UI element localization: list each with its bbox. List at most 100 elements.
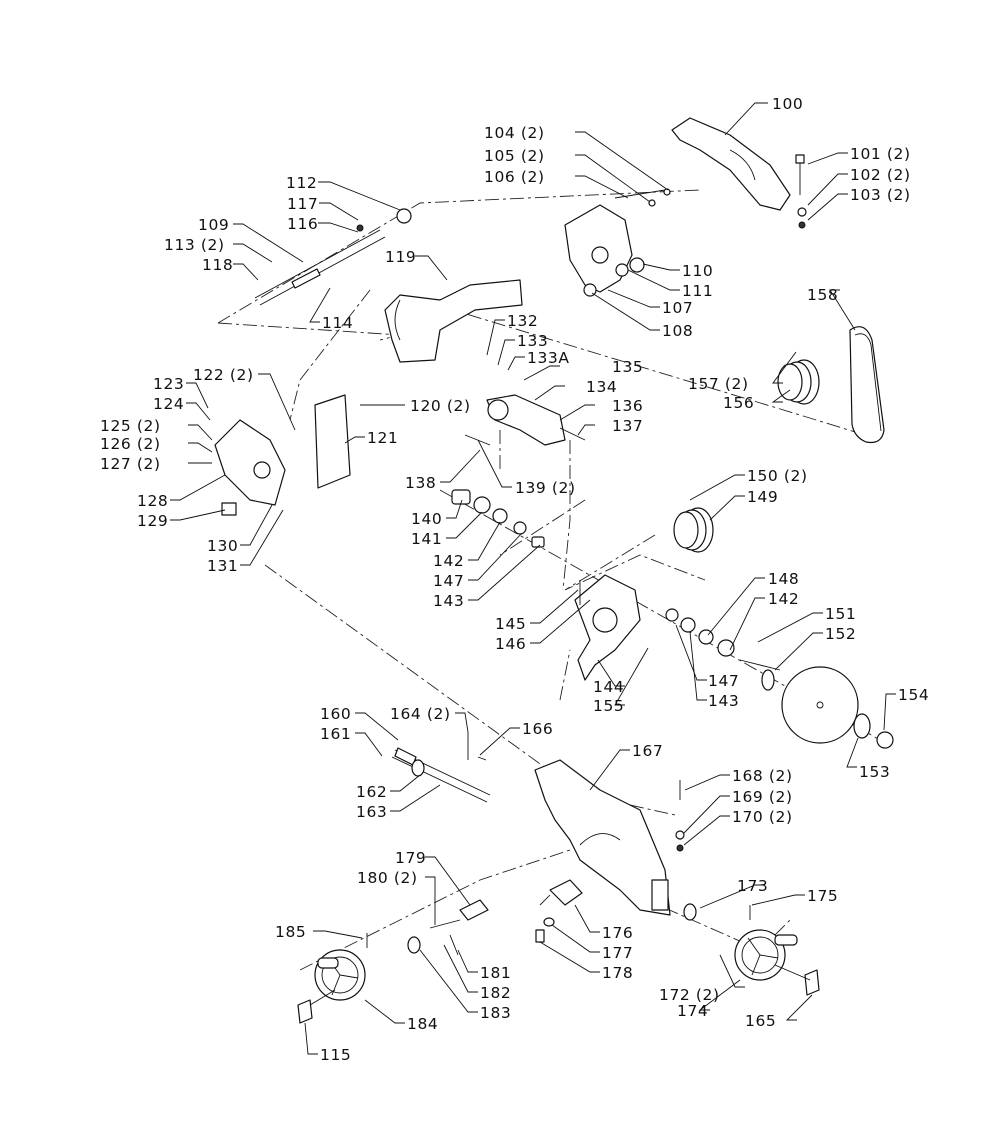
callout-137: 137 [612, 417, 643, 435]
callout-185: 185 [275, 923, 306, 941]
callout-130: 130 [207, 537, 238, 555]
saw-blade [781, 666, 859, 744]
part-167-base [534, 759, 671, 916]
callout-119: 119 [385, 248, 416, 266]
part-128-bracket [214, 419, 286, 506]
callout-108: 108 [662, 322, 693, 340]
callout-135: 135 [612, 358, 643, 376]
callout-147-left: 147 [433, 572, 464, 590]
callout-153: 153 [859, 763, 890, 781]
callout-138: 138 [405, 474, 436, 492]
callout-179: 179 [395, 849, 426, 867]
callout-182: 182 [480, 984, 511, 1002]
callout-151: 151 [825, 605, 856, 623]
callout-133A: 133A [527, 349, 570, 367]
callout-156: 156 [723, 394, 754, 412]
callout-163: 163 [356, 803, 387, 821]
callout-109: 109 [198, 216, 229, 234]
callout-114: 114 [322, 314, 353, 332]
callout-103: 103 (2) [850, 186, 911, 204]
callout-168: 168 (2) [732, 767, 793, 785]
callout-139: 139 (2) [515, 479, 576, 497]
callout-170: 170 (2) [732, 808, 793, 826]
callout-107: 107 [662, 299, 693, 317]
callout-136: 136 [612, 397, 643, 415]
callout-104: 104 (2) [484, 124, 545, 142]
callout-172: 172 (2) [659, 986, 720, 1004]
callout-102: 102 (2) [850, 166, 911, 184]
callout-142-left: 142 [433, 552, 464, 570]
handwheel-right [734, 929, 798, 981]
callout-117: 117 [287, 195, 318, 213]
callout-115: 115 [320, 1046, 351, 1064]
callout-164: 164 (2) [390, 705, 451, 723]
part-100-arm [671, 117, 791, 211]
callout-140: 140 [411, 510, 442, 528]
callout-100: 100 [772, 95, 803, 113]
callout-112: 112 [286, 174, 317, 192]
callout-157: 157 (2) [688, 375, 749, 393]
callout-126: 126 (2) [100, 435, 161, 453]
callout-125: 125 (2) [100, 417, 161, 435]
parts-art [214, 117, 894, 1024]
callout-127: 127 (2) [100, 455, 161, 473]
callout-180: 180 (2) [357, 869, 418, 887]
callout-174: 174 [677, 1002, 708, 1020]
callout-143-left: 143 [433, 592, 464, 610]
callout-142-right: 142 [768, 590, 799, 608]
callout-146: 146 [495, 635, 526, 653]
callout-184: 184 [407, 1015, 438, 1033]
callout-134: 134 [586, 378, 617, 396]
callout-111: 111 [682, 282, 713, 300]
callout-121: 121 [367, 429, 398, 447]
callout-labels: 100 101 (2) 102 (2) 103 (2) 104 (2) 105 … [100, 95, 929, 1064]
callout-158: 158 [807, 286, 838, 304]
callout-132: 132 [507, 312, 538, 330]
callout-167: 167 [632, 742, 663, 760]
callout-105: 105 (2) [484, 147, 545, 165]
callout-148: 148 [768, 570, 799, 588]
callout-leaders [170, 102, 896, 1055]
callout-162: 162 [356, 783, 387, 801]
callout-149: 149 [747, 488, 778, 506]
callout-131: 131 [207, 557, 238, 575]
callout-160: 160 [320, 705, 351, 723]
callout-123: 123 [153, 375, 184, 393]
callout-166: 166 [522, 720, 553, 738]
callout-183: 183 [480, 1004, 511, 1022]
callout-147-right: 147 [708, 672, 739, 690]
callout-128: 128 [137, 492, 168, 510]
part-121-cover [314, 394, 351, 489]
callout-101: 101 (2) [850, 145, 911, 163]
callout-177: 177 [602, 944, 633, 962]
callout-169: 169 (2) [732, 788, 793, 806]
callout-113: 113 (2) [164, 236, 225, 254]
callout-181: 181 [480, 964, 511, 982]
callout-150: 150 (2) [747, 467, 808, 485]
callout-152: 152 [825, 625, 856, 643]
callout-155: 155 [593, 697, 624, 715]
callout-124: 124 [153, 395, 184, 413]
callout-122: 122 (2) [193, 366, 254, 384]
callout-118: 118 [202, 256, 233, 274]
callout-154: 154 [898, 686, 929, 704]
callout-106: 106 (2) [484, 168, 545, 186]
callout-173: 173 [737, 877, 768, 895]
callout-145: 145 [495, 615, 526, 633]
handwheel-left [314, 949, 366, 1001]
callout-175: 175 [807, 887, 838, 905]
callout-144: 144 [593, 678, 624, 696]
callout-161: 161 [320, 725, 351, 743]
callout-133: 133 [517, 332, 548, 350]
part-158-belt [849, 326, 885, 444]
callout-116: 116 [287, 215, 318, 233]
callout-129: 129 [137, 512, 168, 530]
part-119-arm [384, 279, 523, 363]
callout-110: 110 [682, 262, 713, 280]
callout-176: 176 [602, 924, 633, 942]
callout-165: 165 [745, 1012, 776, 1030]
callout-141: 141 [411, 530, 442, 548]
callout-178: 178 [602, 964, 633, 982]
callout-120: 120 (2) [410, 397, 471, 415]
